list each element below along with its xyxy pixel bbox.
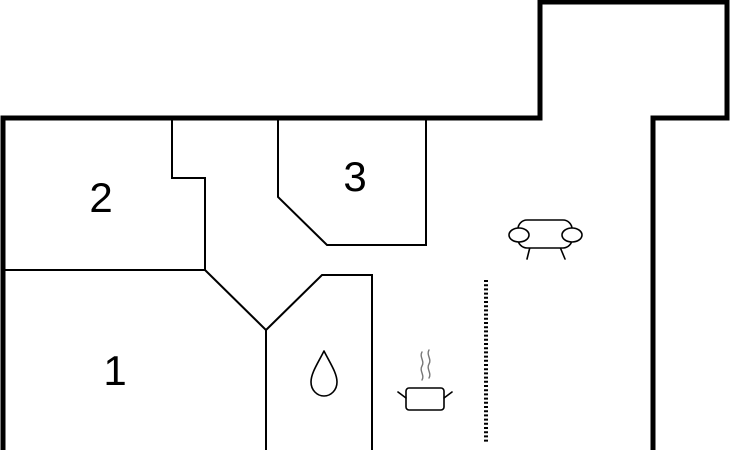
water-drop-icon bbox=[310, 350, 338, 397]
room-1-label: 1 bbox=[103, 347, 126, 394]
wall-bathroom bbox=[265, 274, 373, 450]
cooking-pot-icon bbox=[397, 349, 453, 411]
interior-walls bbox=[3, 118, 427, 450]
wall-room-2-east bbox=[171, 118, 206, 270]
room-3-label: 3 bbox=[343, 153, 366, 200]
room-2-label: 2 bbox=[89, 174, 112, 221]
sofa-icon bbox=[508, 219, 583, 260]
wall-hall-diagonal bbox=[204, 269, 267, 450]
wall-room-3 bbox=[277, 118, 427, 246]
